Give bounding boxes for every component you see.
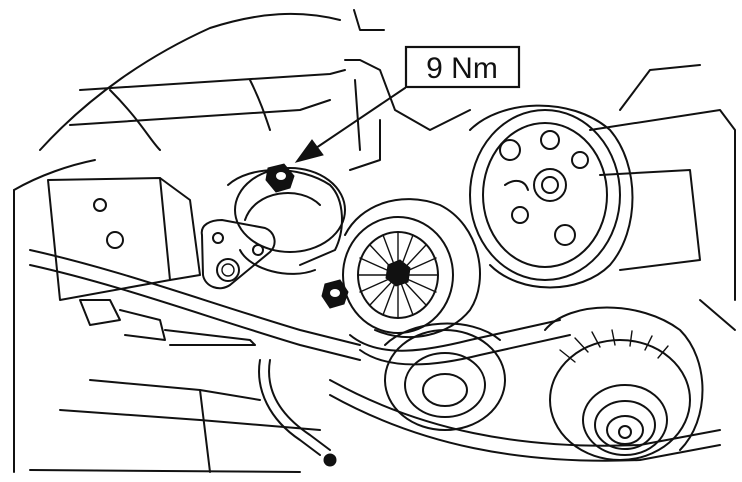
lower-idler-pulley bbox=[384, 322, 506, 431]
alternator-pulley bbox=[544, 306, 704, 461]
drive-belt bbox=[329, 319, 721, 462]
torque-label: 9 Nm bbox=[426, 52, 498, 85]
top-mounting-nut bbox=[265, 163, 295, 193]
engine-bay-outline bbox=[13, 9, 471, 473]
tensioner-assembly bbox=[200, 163, 349, 309]
upper-crank-pulley bbox=[469, 104, 634, 289]
tensioner-pulley bbox=[342, 198, 481, 338]
left-mounting-bracket bbox=[47, 177, 201, 301]
callout-arrow bbox=[294, 87, 406, 163]
bottom-mounting-nut bbox=[321, 279, 349, 309]
right-engine-block bbox=[589, 64, 736, 331]
wiring-harness bbox=[29, 249, 361, 473]
torque-callout: 9 Nm bbox=[404, 45, 521, 89]
